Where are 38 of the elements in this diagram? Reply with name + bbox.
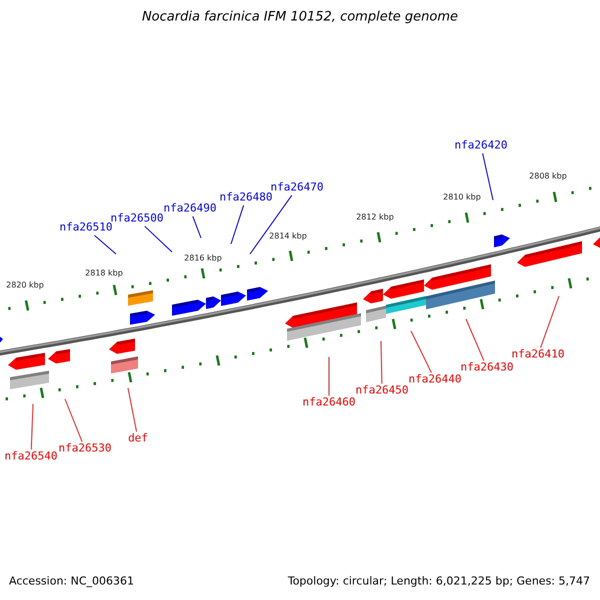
leader-line — [466, 318, 484, 362]
gene-label: nfa26510 — [60, 222, 112, 234]
gene-label: nfa26480 — [220, 192, 272, 204]
info-text: Accession: NC_006361 — [9, 576, 134, 588]
gene-label: nfa26470 — [270, 182, 324, 194]
scale-label: 2816 kbp — [184, 253, 222, 263]
gene-label: nfa26490 — [164, 202, 216, 216]
leader-line — [410, 330, 432, 374]
leader-line — [540, 296, 560, 348]
leader-line — [250, 194, 292, 254]
leader-line — [328, 356, 330, 396]
gene-label: nfa26420 — [454, 140, 508, 152]
leader-line — [230, 204, 244, 244]
scale-label: 2814 kbp — [269, 231, 307, 241]
gene-label: nfa26540 — [4, 450, 58, 464]
gene-label: nfa26530 — [58, 442, 112, 456]
leader-line — [144, 226, 172, 252]
scale-label: 2818 kbp — [85, 268, 123, 278]
gene-label: nfa26450 — [356, 384, 408, 398]
scale-label: 2812 kbp — [356, 212, 394, 222]
gene-label: nfa26410 — [512, 348, 564, 362]
gene-label: nfa26430 — [460, 362, 514, 374]
leader-line — [64, 398, 83, 442]
info-text: Topology: circular; Length: 6,021,225 bp; Genes: 5,747 — [288, 576, 590, 588]
scale-label: 2808 kbp — [529, 171, 567, 181]
gene-label: def — [128, 432, 148, 446]
gene-label: nfa26500 — [110, 212, 164, 226]
scale-label: 2810 kbp — [443, 192, 481, 202]
gene-label: nfa26460 — [302, 396, 356, 410]
title: Nocardia farcinica IFM 10152, complete genome — [142, 10, 458, 26]
leader-line — [94, 234, 116, 254]
scale-label: 2820 kbp — [6, 280, 44, 290]
leader-line — [482, 152, 494, 200]
leader-line — [380, 340, 382, 384]
gene-label: nfa26440 — [408, 374, 462, 386]
leader-line — [30, 404, 34, 450]
leader-line — [192, 216, 202, 238]
leader-line — [128, 388, 138, 432]
